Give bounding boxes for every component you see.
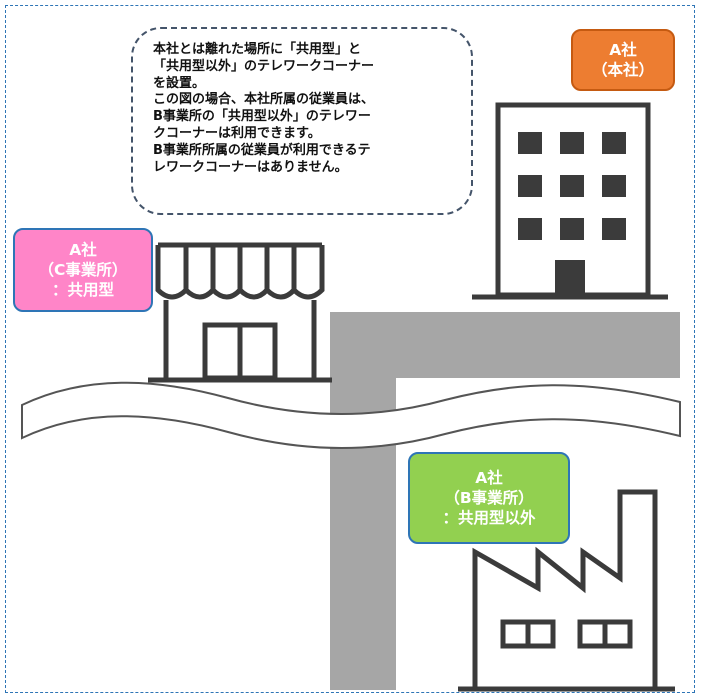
office-c-label: A社 （C事業所） ：共用型 xyxy=(13,228,153,312)
shop-icon xyxy=(148,242,332,383)
label-company: A社 xyxy=(609,41,637,59)
callout-line: B事業所所属の従業員が利用できるテ xyxy=(153,142,371,158)
callout-line: B事業所の「共用型以外」のテレワー xyxy=(153,109,371,125)
callout-line: 「共用型以外」のテレワークコーナー xyxy=(153,58,375,74)
label-office: （C事業所） xyxy=(38,261,128,279)
office-b-label: A社 （B事業所） ：共用型以外 xyxy=(408,452,570,544)
explanation-callout: 本社とは離れた場所に「共用型」と 「共用型以外」のテレワークコーナー を設置。 … xyxy=(131,27,473,215)
dashed-frame xyxy=(5,5,695,693)
factory-icon xyxy=(458,489,675,692)
callout-line: レワークコーナーはありません。 xyxy=(153,159,348,175)
callout-line: を設置。 xyxy=(153,75,206,91)
label-company: A社 xyxy=(475,469,503,487)
callout-line: クコーナーは利用できます。 xyxy=(153,125,321,141)
label-company: A社 xyxy=(69,241,97,259)
label-office: （本社） xyxy=(591,61,654,79)
headquarters-label: A社 （本社） xyxy=(571,29,675,91)
road xyxy=(330,312,680,690)
label-office: （B事業所） xyxy=(444,489,534,507)
callout-line: この図の場合、本社所属の従業員は、 xyxy=(153,92,375,108)
label-type: ：共用型 xyxy=(51,281,114,299)
label-type: ：共用型以外 xyxy=(442,509,536,527)
office-building-icon xyxy=(472,102,668,300)
callout-line: 本社とは離れた場所に「共用型」と xyxy=(153,42,362,57)
wavy-divider xyxy=(21,381,681,450)
